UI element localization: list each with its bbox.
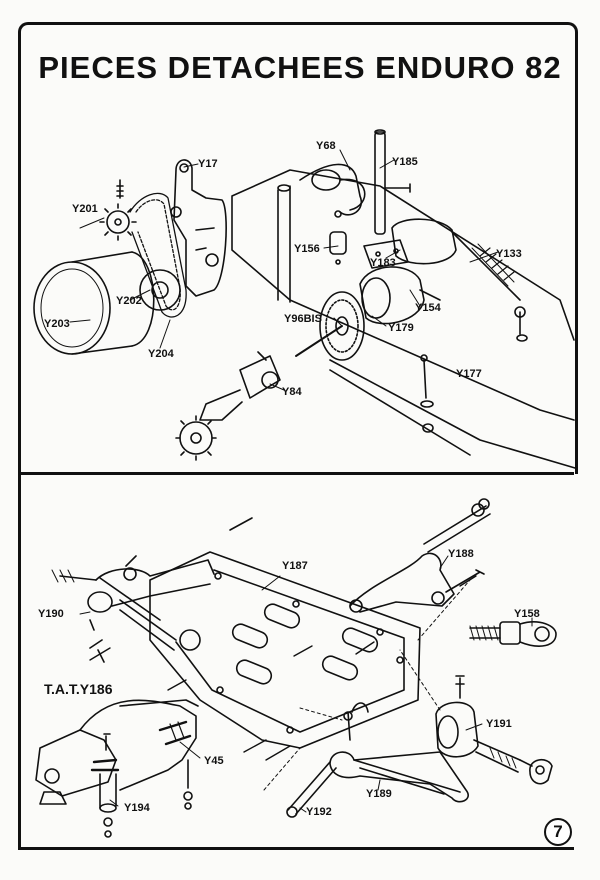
screws — [89, 575, 477, 761]
label-y68: Y68 — [316, 140, 336, 152]
arm-y188 — [229, 498, 491, 613]
label-y156: Y156 — [294, 243, 320, 255]
label-y188: Y188 — [448, 548, 474, 560]
rod-end-y158 — [469, 621, 557, 647]
label-y204: Y204 — [148, 348, 174, 360]
page-title: PIECES DETACHEES ENDURO 82 — [38, 50, 562, 85]
panel-divider — [18, 472, 574, 475]
label-y177: Y177 — [456, 368, 482, 380]
spacer-y156 — [329, 210, 347, 265]
page-number: 7 — [544, 818, 572, 846]
label-y194: Y194 — [124, 802, 150, 814]
rod-y192 — [286, 761, 337, 818]
label-y17: Y17 — [198, 158, 218, 170]
label-y185: Y185 — [392, 156, 418, 168]
pin-y177 — [420, 354, 434, 433]
chassis-plate — [231, 169, 576, 469]
bottom-leader-lines — [79, 555, 533, 813]
top-panel-frame — [18, 22, 578, 474]
chassis-y187 — [99, 551, 421, 749]
label-y45: Y45 — [204, 755, 224, 767]
motor-y68 — [277, 163, 366, 303]
arm-y189 — [329, 702, 469, 803]
arm-y190 — [51, 555, 215, 663]
label-y133: Y133 — [496, 248, 522, 260]
label-y183: Y183 — [370, 257, 396, 269]
shock-y133 — [451, 231, 528, 342]
label-y187: Y187 — [282, 560, 308, 572]
guide-lines — [263, 579, 471, 791]
hub-y191 — [435, 675, 553, 785]
top-leader-lines — [69, 149, 499, 391]
label-y84: Y84 — [282, 386, 302, 398]
label-y190: Y190 — [38, 608, 64, 620]
label-taty186: T.A.T.Y186 — [44, 681, 113, 697]
label-y96bis: Y96BIS — [284, 313, 322, 325]
bracket-y17 — [170, 159, 227, 297]
sprocket-y202 — [139, 269, 181, 311]
label-y179: Y179 — [388, 322, 414, 334]
drum-y203 — [33, 251, 155, 355]
post-y185 — [374, 129, 411, 235]
gearbox-y154 — [359, 218, 457, 325]
label-y191: Y191 — [486, 718, 512, 730]
bottom-panel-frame — [18, 474, 574, 850]
label-y201: Y201 — [72, 203, 98, 215]
label-y202: Y202 — [116, 295, 142, 307]
steering-y186 — [35, 699, 199, 838]
chain-y204 — [129, 192, 187, 318]
label-y189: Y189 — [366, 788, 392, 800]
tensioner-y84 — [175, 351, 281, 461]
label-y192: Y192 — [306, 806, 332, 818]
label-y203: Y203 — [44, 318, 70, 330]
label-y154: Y154 — [415, 302, 441, 314]
gear-y96bis — [295, 291, 365, 361]
label-y158: Y158 — [514, 608, 540, 620]
sprocket-y201 — [99, 179, 137, 241]
